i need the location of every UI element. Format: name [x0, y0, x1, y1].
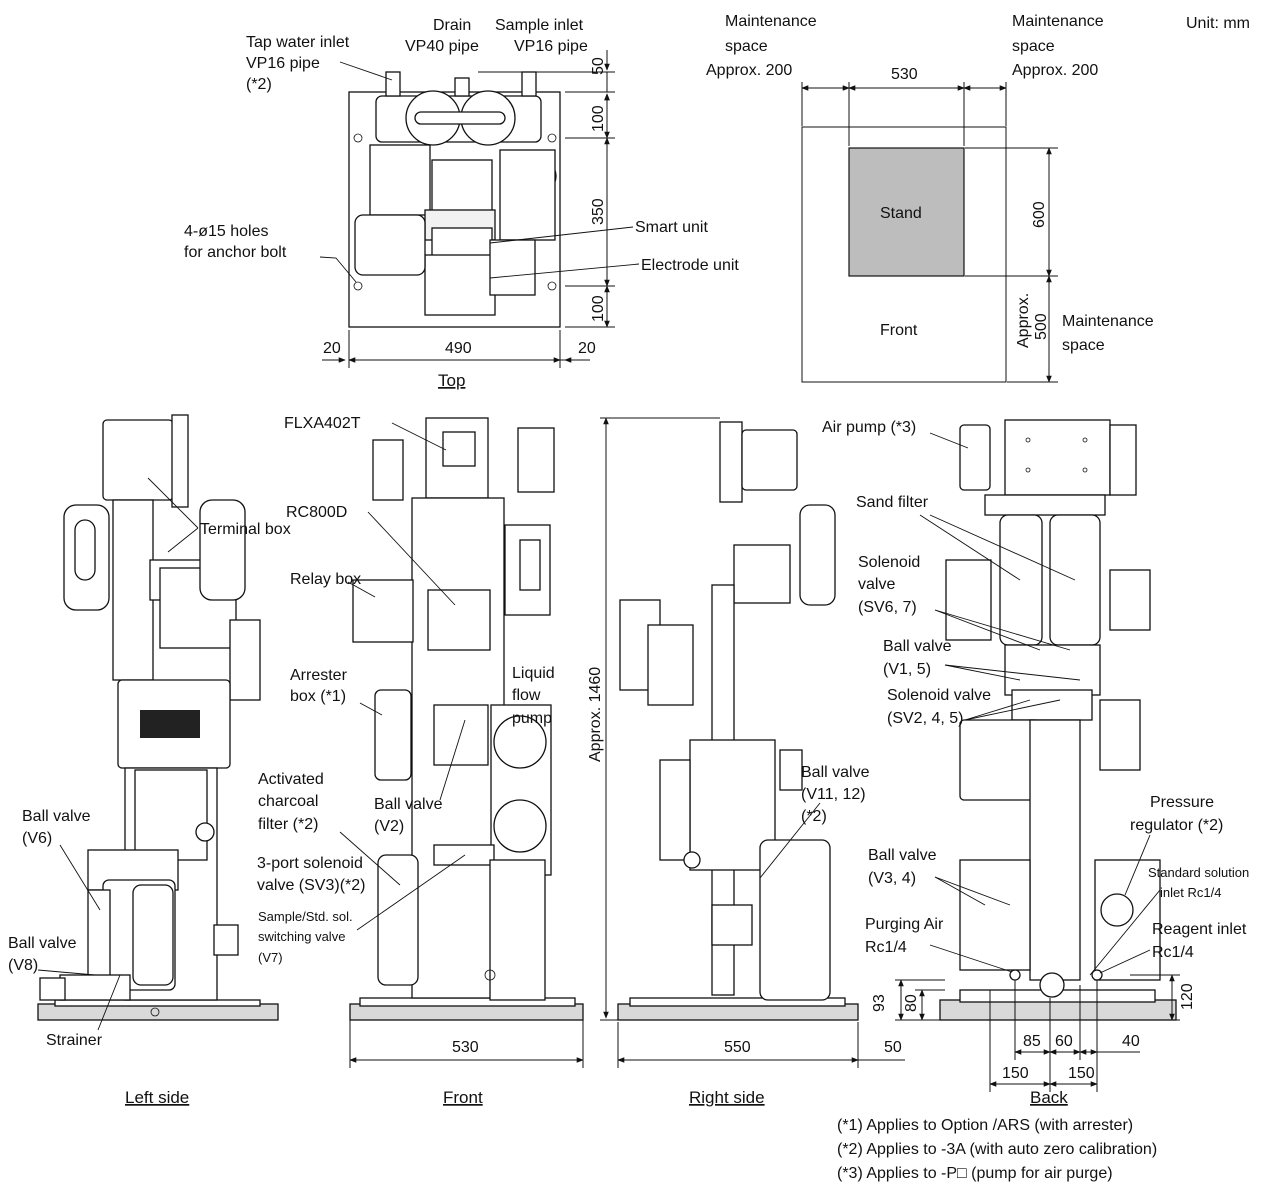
dim-40: 40 — [1122, 1033, 1140, 1050]
right-terminal-box — [733, 544, 791, 604]
label-front-maintenance: Maintenance space — [1062, 313, 1158, 354]
stand-area — [848, 147, 965, 277]
label-ball-valve-v11: Ball valve (V11, 12) (*2) — [801, 764, 874, 825]
label-sand-filter: Sand filter — [856, 494, 929, 511]
label-air-pump: Air pump (*3) — [822, 419, 916, 436]
footnote-3: (*3) Applies to -P□ (pump for air purge) — [837, 1165, 1113, 1182]
back-air-pump — [959, 424, 991, 491]
caption-right-side: Right side — [689, 1088, 765, 1107]
back-base — [939, 999, 1177, 1021]
dim-550: 550 — [724, 1039, 751, 1056]
dim-20-left: 20 — [323, 340, 341, 357]
dim-150-left: 150 — [1002, 1065, 1029, 1082]
front-charcoal-filter — [377, 854, 419, 986]
space-plan: Stand Front 530 600 Approx. 500 Maintena… — [706, 13, 1158, 383]
dim-100-top: 100 — [590, 105, 607, 132]
label-sample-inlet: Sample inlet VP16 pipe — [495, 17, 588, 55]
front-arrester-box — [374, 689, 412, 781]
dim-85: 85 — [1023, 1033, 1041, 1050]
label-standard-solution: Standard solution inlet Rc1/4 — [1148, 865, 1253, 900]
label-switching-valve: Sample/Std. sol. switching valve (V7) — [258, 909, 356, 965]
label-purging-air: Purging Air Rc1/4 — [865, 916, 948, 956]
label-ball-valve-v3: Ball valve (V3, 4) — [868, 847, 941, 887]
back-pressure-regulator — [1100, 893, 1134, 927]
label-ball-valve-v6: Ball valve (V6) — [22, 808, 95, 847]
top-smart-unit — [431, 227, 493, 257]
dim-490: 490 — [445, 340, 472, 357]
caption-back: Back — [1030, 1088, 1068, 1107]
right-side-view: Approx. 1460 Ball valve (V11, 12) (*2) 5… — [587, 417, 905, 1107]
top-view: 490 20 20 50 100 350 100 Tap water inlet… — [184, 17, 739, 390]
dim-150-right: 150 — [1068, 1065, 1095, 1082]
caption-left-side: Left side — [125, 1088, 189, 1107]
back-top-panel — [1004, 419, 1111, 496]
label-ball-valve-v8: Ball valve (V8) — [8, 935, 81, 974]
label-solenoid-sv6: Solenoid valve (SV6, 7) — [858, 554, 925, 616]
dim-approx-500: Approx. 500 — [1015, 288, 1050, 348]
label-terminal-box: Terminal box — [200, 521, 291, 538]
label-right-maintenance: Maintenance space Approx. 200 — [1012, 13, 1108, 79]
top-terminal-box — [369, 144, 431, 216]
dim-350: 350 — [590, 198, 607, 225]
label-smart-unit: Smart unit — [635, 219, 708, 236]
left-side-view: Terminal box Ball valve (V6) Ball valve … — [8, 414, 291, 1107]
label-rc800d: RC800D — [286, 504, 347, 521]
dim-530-space: 530 — [891, 66, 918, 83]
front-label: Front — [880, 322, 918, 339]
front-view: FLXA402T RC800D Relay box Arrester box (… — [213, 415, 584, 1107]
dim-100-bottom: 100 — [590, 295, 607, 322]
label-liquid-flow-pump: Liquid flow pump — [512, 665, 559, 727]
back-reagent-port — [1091, 969, 1103, 981]
back-view: Air pump (*3) Sand filter Solenoid valve… — [822, 419, 1253, 1107]
label-electrode-unit: Electrode unit — [641, 257, 739, 274]
dim-20-right: 20 — [578, 340, 596, 357]
unit-label: Unit: mm — [1186, 15, 1250, 32]
label-ball-valve-v2: Ball valve (V2) — [374, 796, 447, 835]
label-3-port-solenoid: 3-port solenoid valve (SV3)(*2) — [257, 855, 367, 894]
footnote-1: (*1) Applies to Option /ARS (with arrest… — [837, 1117, 1133, 1134]
label-pressure-regulator: Pressure regulator (*2) — [1130, 794, 1223, 834]
stand-label: Stand — [880, 205, 922, 222]
top-electrode-unit — [424, 254, 496, 316]
dim-120: 120 — [1179, 983, 1196, 1010]
label-activated-charcoal: Activated charcoal filter (*2) — [258, 771, 328, 833]
dim-50-gap: 50 — [884, 1039, 902, 1056]
label-relay-box: Relay box — [290, 571, 361, 588]
left-terminal-box — [102, 419, 174, 501]
dim-93: 93 — [871, 994, 888, 1012]
dim-50: 50 — [590, 57, 607, 75]
footnote-2: (*2) Applies to -3A (with auto zero cali… — [837, 1141, 1157, 1158]
label-ball-valve-v1: Ball valve (V1, 5) — [883, 638, 956, 678]
label-strainer: Strainer — [46, 1032, 103, 1049]
label-solenoid-sv2: Solenoid valve (SV2, 4, 5) — [887, 687, 996, 727]
label-drain: Drain VP40 pipe — [405, 17, 479, 55]
dim-approx-1460: Approx. 1460 — [587, 667, 604, 762]
caption-front: Front — [443, 1088, 483, 1107]
dim-530-front: 530 — [452, 1039, 479, 1056]
label-tap-water-inlet: Tap water inlet VP16 pipe (*2) — [246, 34, 354, 93]
dim-600: 600 — [1031, 201, 1048, 228]
footnotes: (*1) Applies to Option /ARS (with arrest… — [837, 1117, 1157, 1182]
dim-80: 80 — [903, 994, 920, 1012]
label-anchor-holes: 4-ø15 holes for anchor bolt — [184, 223, 287, 261]
label-arrester-box: Arrester box (*1) — [290, 667, 351, 705]
label-flxa402t: FLXA402T — [284, 415, 361, 432]
dim-60: 60 — [1055, 1033, 1073, 1050]
back-sand-filter-left — [999, 514, 1043, 646]
label-reagent-inlet: Reagent inlet Rc1/4 — [1152, 921, 1251, 961]
front-rc800d — [427, 589, 491, 651]
caption-top: Top — [438, 371, 465, 390]
label-left-maintenance: Maintenance space Approx. 200 — [706, 13, 821, 79]
